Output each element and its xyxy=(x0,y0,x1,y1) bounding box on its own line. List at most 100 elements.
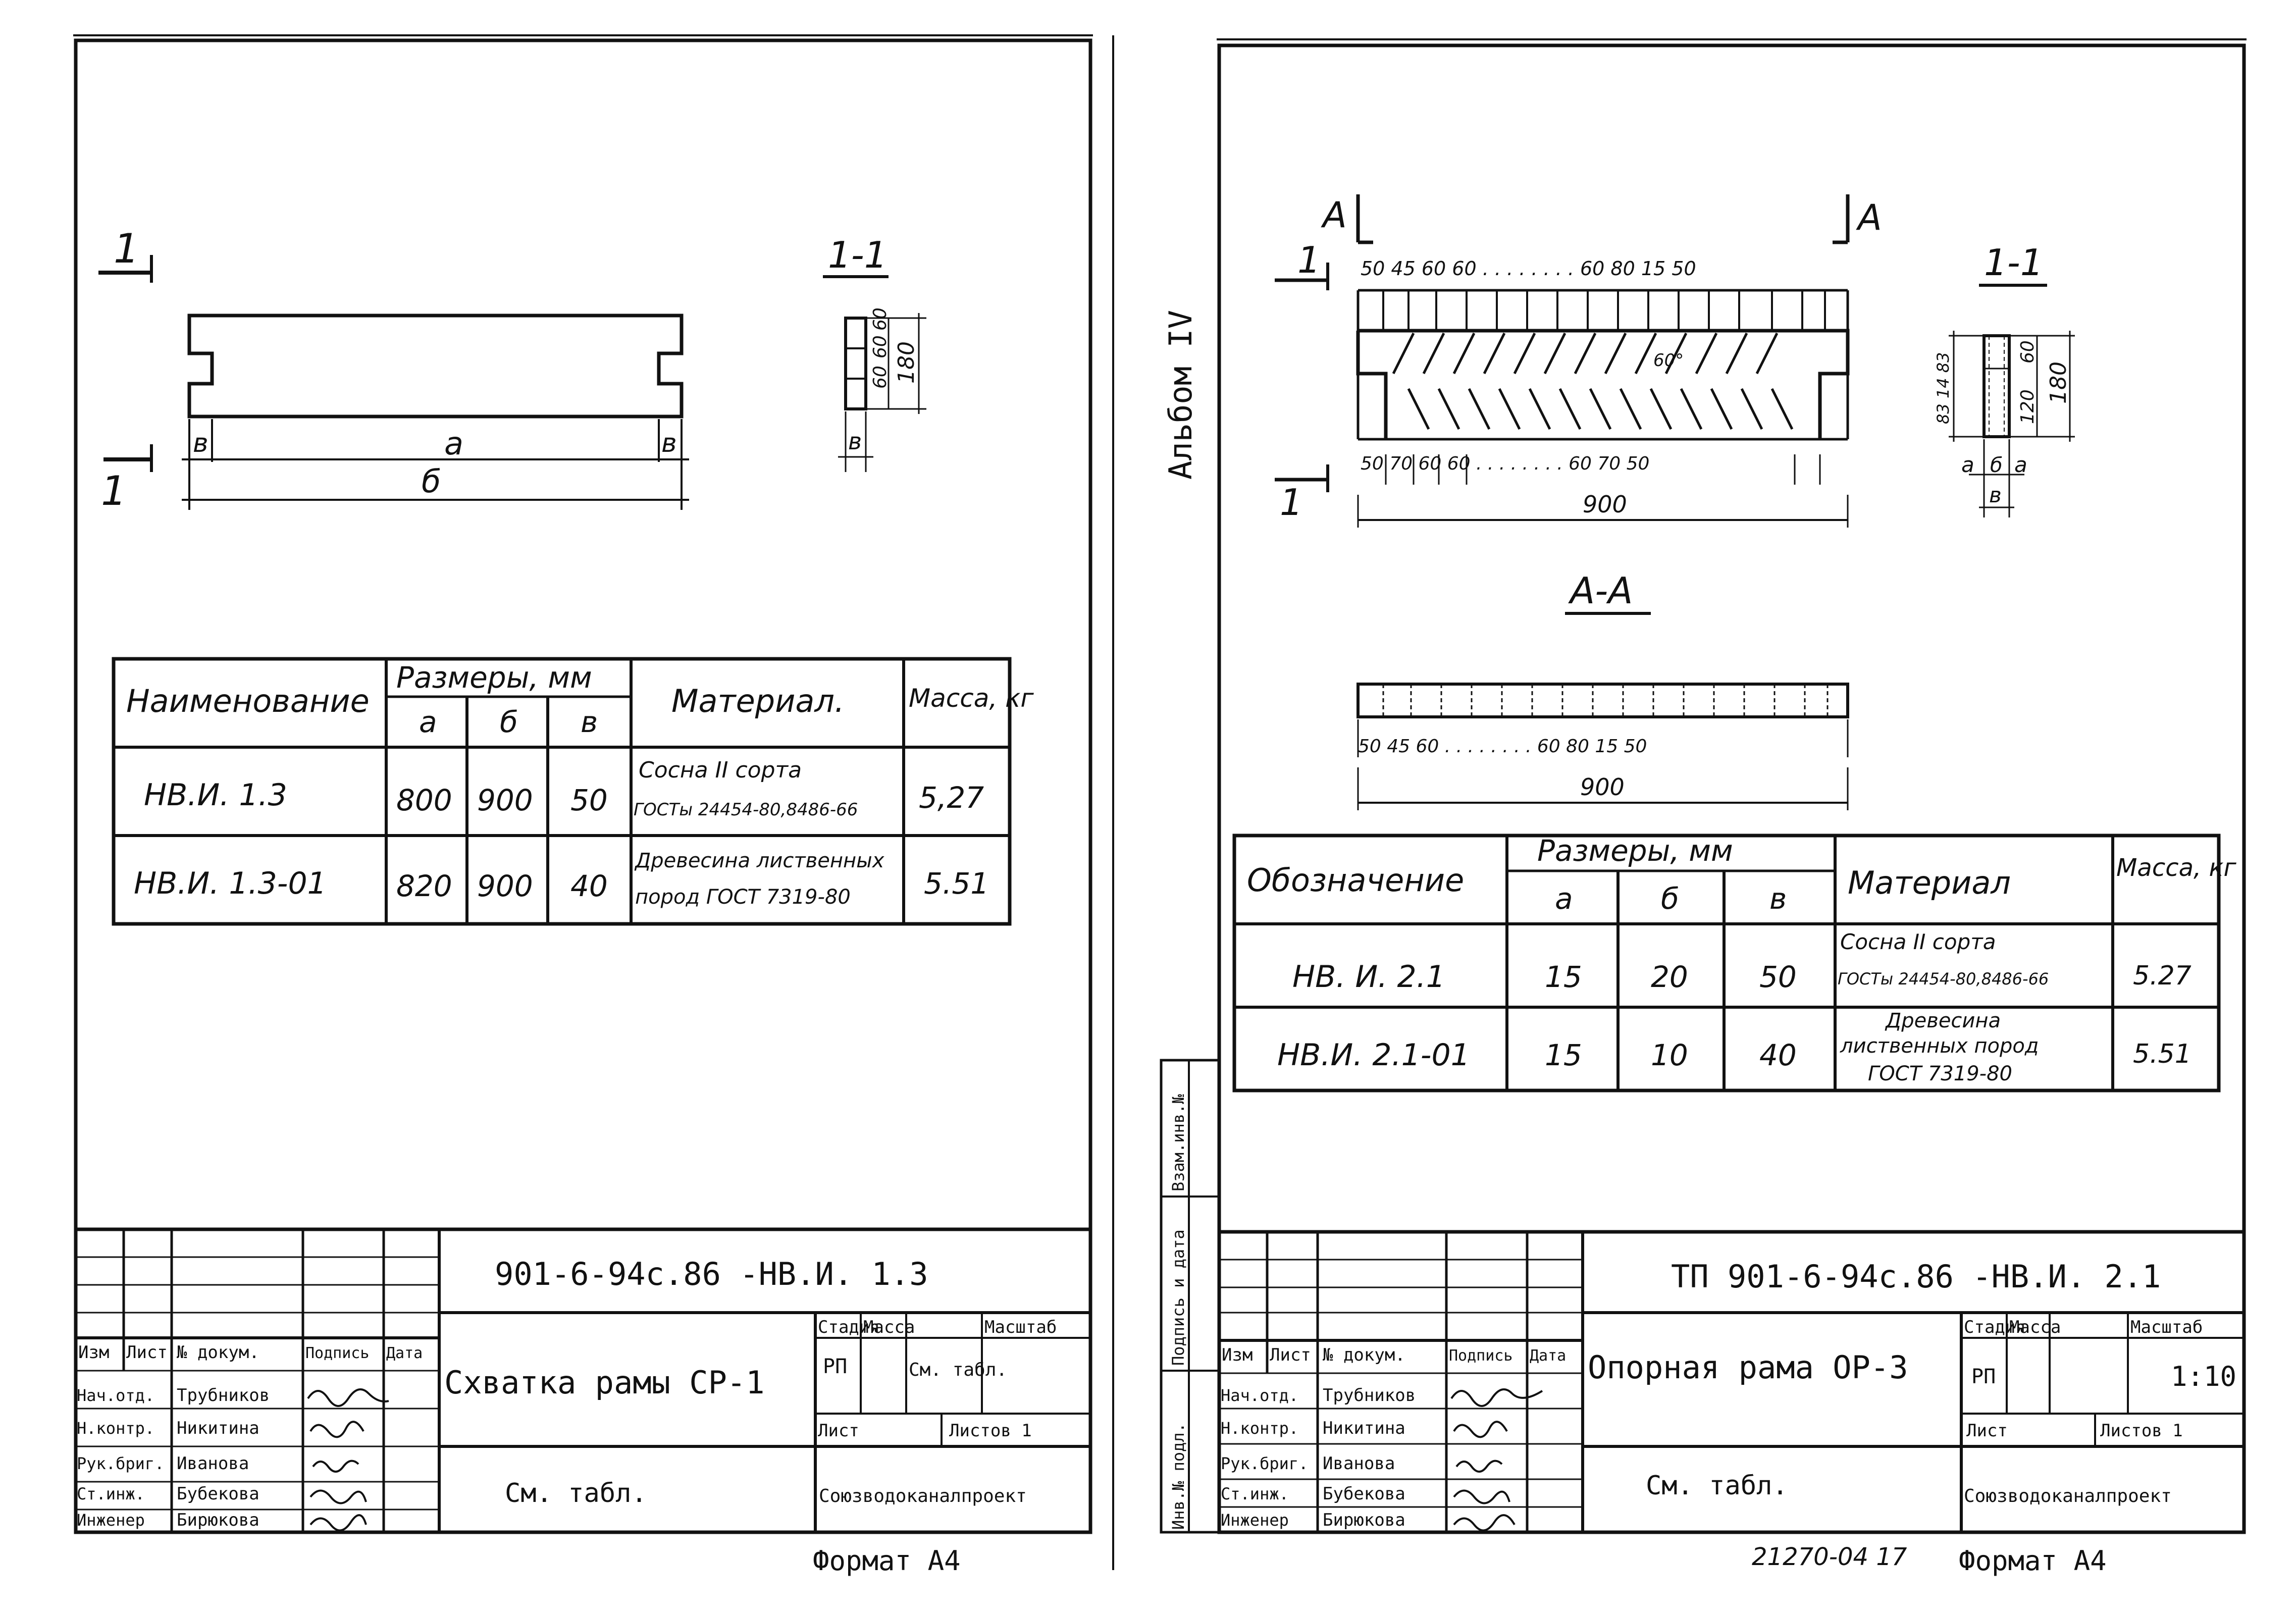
stamp-sheets: Листов 1 xyxy=(2100,1421,2183,1441)
stamp-person: Бубекова xyxy=(177,1484,259,1504)
section-dim-v: в xyxy=(1989,483,2002,507)
side-label-vzam: Взам.инв.№ xyxy=(1169,1094,1188,1191)
side-strip: Инв.№ подл. Подпись и дата Взам.инв.№ xyxy=(1160,1059,1221,1534)
stamp-title: Опорная рама ОР-3 xyxy=(1588,1349,1908,1386)
td-name: НВ.И. 1.3-01 xyxy=(134,866,327,901)
signature-scribble xyxy=(1453,1514,1516,1532)
td-a: 800 xyxy=(396,783,452,817)
left-section-mark-top: 1 xyxy=(98,225,153,283)
left-frame xyxy=(74,38,1092,1534)
stamp-h-date: Дата xyxy=(1530,1347,1566,1365)
stamp-h-doc: № докум. xyxy=(177,1342,259,1363)
th-dims: Размеры, мм xyxy=(1537,834,1733,868)
td-material-2: лиственных пород xyxy=(1840,1034,2039,1058)
td-a: 15 xyxy=(1545,1038,1582,1072)
side-label-sign: Подпись и дата xyxy=(1169,1229,1188,1366)
td-name: НВ.И. 1.3 xyxy=(144,777,287,813)
stamp-h-doc: № докум. xyxy=(1323,1345,1405,1365)
stamp-material: См. табл. xyxy=(505,1478,647,1509)
section-dim-total: 180 xyxy=(2046,361,2071,404)
th-mass: Масса, кг xyxy=(909,684,1034,713)
td-name: НВ. И. 2.1 xyxy=(1292,959,1445,995)
dim-a-label: а xyxy=(444,425,463,462)
stamp-person: Бубекова xyxy=(1323,1484,1405,1504)
dim-b-label: б xyxy=(422,463,441,500)
stamp-h-mass: Масса xyxy=(863,1317,915,1337)
side-label-inv: Инв.№ подл. xyxy=(1169,1423,1188,1530)
td-v: 50 xyxy=(570,783,608,817)
section-dim-left: 83 14 83 xyxy=(1934,352,1953,425)
left-section-mark-bottom: 1 xyxy=(101,444,153,514)
stamp-scale: 1:10 xyxy=(2171,1361,2236,1392)
stamp-h-scale: Масштаб xyxy=(984,1317,1057,1337)
album-label: Альбом IV xyxy=(1162,310,1199,480)
stamp-stage: РП xyxy=(823,1355,847,1378)
stamp-person: Никитина xyxy=(1323,1418,1405,1438)
right-sheet: Альбом IV А А 1 1 xyxy=(1160,38,2247,1577)
section-mark-label: 1 xyxy=(101,467,127,514)
stamp-role: Инженер xyxy=(1221,1511,1289,1530)
section-dim: 60 xyxy=(870,307,891,331)
stamp-person: Иванова xyxy=(177,1453,249,1474)
signature-scribble xyxy=(1450,1388,1543,1407)
dim-v-left: в xyxy=(193,428,208,458)
td-mass: 5,27 xyxy=(919,781,984,815)
section-dim: 60 xyxy=(870,335,891,358)
stamp-role: Инженер xyxy=(77,1511,145,1530)
stamp-sheet: Лист xyxy=(1966,1421,2008,1441)
th-material: Материал. xyxy=(671,683,845,719)
stamp-role: Рук.бриг. xyxy=(77,1454,164,1473)
th-a: а xyxy=(419,705,437,739)
section-mark-label: 1 xyxy=(1280,481,1303,524)
stamp-person: Никитина xyxy=(177,1418,259,1438)
right-spec-table: Обозначение Размеры, мм а б в Материал М… xyxy=(1232,834,2237,1093)
stamp-h-list: Лист xyxy=(126,1342,168,1363)
th-a: а xyxy=(1555,881,1573,916)
td-mass: 5.51 xyxy=(2133,1039,2191,1069)
section-mark-label: 1 xyxy=(114,225,139,272)
td-b: 900 xyxy=(477,869,533,903)
td-v: 40 xyxy=(1759,1038,1797,1072)
td-material-gost: ГОСТы 24454-80,8486-66 xyxy=(1838,969,2049,989)
stamp-person: Трубников xyxy=(177,1385,270,1406)
stamp-material: См. табл. xyxy=(1646,1471,1788,1501)
mark-a-label: А xyxy=(1321,194,1347,236)
stamp-role: Ст.инж. xyxy=(77,1484,145,1503)
section-dim: 120 xyxy=(2017,389,2038,424)
schvatka-outline xyxy=(187,314,684,419)
left-spec-table: Наименование Размеры, мм а б в Материал.… xyxy=(112,657,1034,926)
angle-label: 60° xyxy=(1653,350,1684,371)
section-mark-a-right: А xyxy=(1833,194,1882,244)
right-title-block: ТП 901-6-94с.86 -НВ.И. 2.1 Изм Лист № до… xyxy=(1219,1230,2244,1532)
stamp-role: Нач.отд. xyxy=(1221,1386,1298,1405)
section-dim-a: а xyxy=(2014,452,2027,477)
stamp-title: Схватка рамы СР-1 xyxy=(444,1364,765,1401)
stamp-code: ТП 901-6-94с.86 -НВ.И. 2.1 xyxy=(1671,1258,2161,1295)
left-title-block: 901-6-94с.86 -НВ.И. 1.3 Изм Лист № докум… xyxy=(76,1227,1090,1532)
mark-a-label: А xyxy=(1856,197,1882,238)
td-v: 50 xyxy=(1759,960,1797,994)
th-name: Обозначение xyxy=(1247,862,1464,899)
stamp-sheet: Лист xyxy=(818,1421,859,1441)
stamp-h-sign: Подпись xyxy=(305,1344,369,1362)
view-aa-title: А-А xyxy=(1568,569,1633,612)
dims-aa: 50 45 60 . . . . . . . . 60 80 15 50 xyxy=(1358,736,1647,757)
td-a: 820 xyxy=(396,869,452,903)
section-dim-width: в xyxy=(848,428,862,455)
stamp-code: 901-6-94с.86 -НВ.И. 1.3 xyxy=(495,1256,928,1292)
dims-bottom: 50 70 60 60 . . . . . . . . 60 70 50 xyxy=(1361,453,1649,474)
stamp-h-date: Дата xyxy=(386,1344,423,1362)
section-dim-a: а xyxy=(1961,452,1974,477)
td-material: Сосна II сорта xyxy=(639,757,802,783)
signature-scribble xyxy=(309,1489,367,1504)
td-name: НВ.И. 2.1-01 xyxy=(1277,1037,1470,1073)
th-mass: Масса, кг xyxy=(2116,854,2237,882)
th-b: б xyxy=(500,705,518,739)
stamp-h-sign: Подпись xyxy=(1449,1347,1512,1365)
stamp-h-scale: Масштаб xyxy=(2130,1317,2203,1337)
td-mass: 5.51 xyxy=(924,866,989,901)
stamp-role: Н.контр. xyxy=(1221,1419,1298,1438)
section-title: 1-1 xyxy=(828,234,888,276)
signature-scribble xyxy=(309,1421,364,1438)
td-material: Древесина лиственных xyxy=(634,849,884,872)
